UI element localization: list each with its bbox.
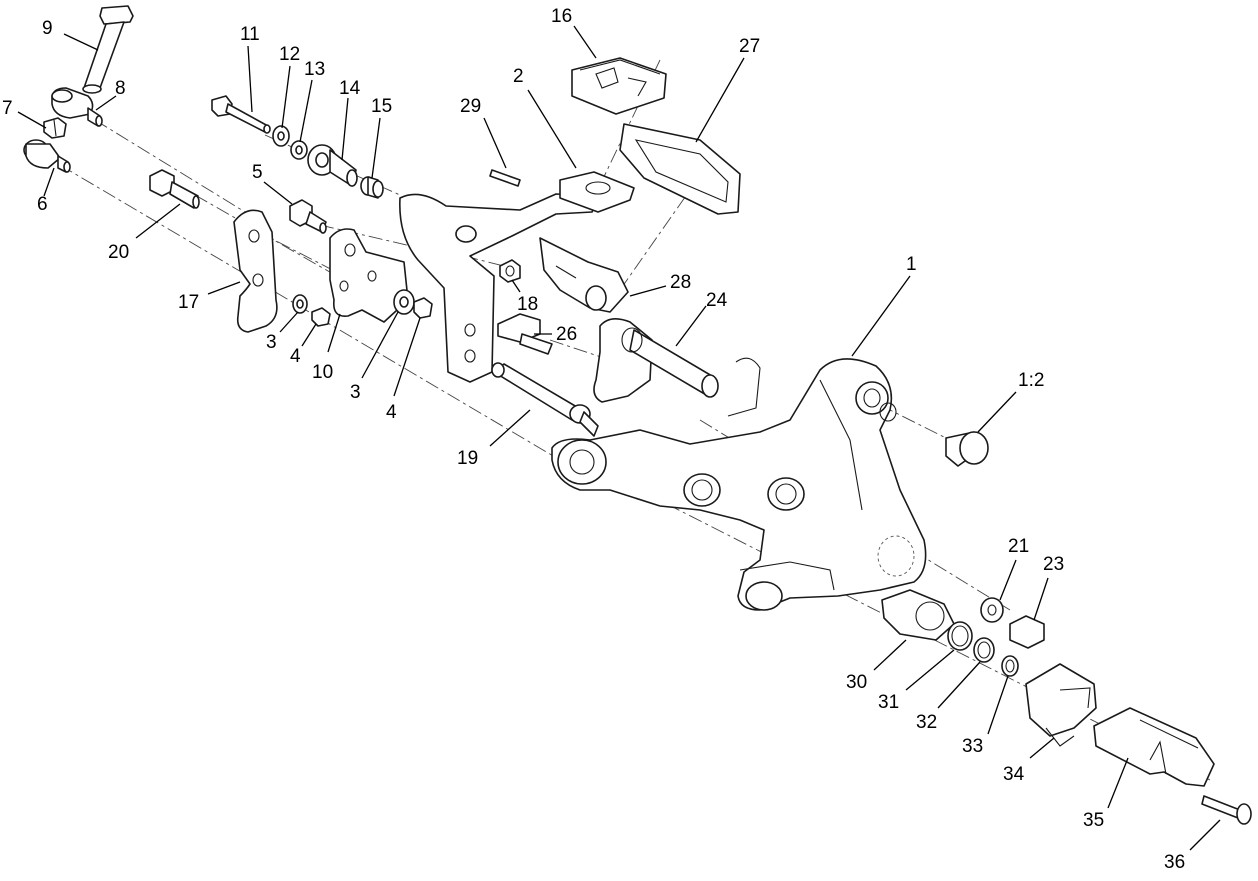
part-31-ring	[947, 621, 973, 651]
callout-1-2: 1:2	[1018, 370, 1044, 391]
part-23-nut	[1009, 615, 1045, 649]
part-10-plate	[329, 228, 409, 323]
part-4-nut-a	[311, 307, 331, 327]
part-9-bolt	[82, 5, 134, 94]
part-2-pedal-arm	[399, 171, 635, 383]
callout-13: 13	[304, 59, 325, 80]
callout-15: 15	[371, 96, 392, 117]
part-27-pedal-cover	[619, 123, 741, 215]
part-19-shaft	[491, 362, 599, 437]
part-11-bolt	[211, 95, 271, 134]
part-3-washer-a	[292, 294, 308, 314]
part-7-nut	[43, 117, 67, 139]
part-35-bracket	[1093, 707, 1215, 787]
part-33-bushing	[1001, 655, 1019, 677]
callout-26: 26	[556, 324, 577, 345]
callout-18: 18	[517, 294, 538, 315]
part-15-spacer	[360, 176, 384, 199]
part-12-washer	[272, 125, 290, 147]
callout-29: 29	[460, 96, 481, 117]
part-6-pivot	[23, 139, 71, 173]
callout-36: 36	[1164, 852, 1185, 873]
callout-10: 10	[312, 362, 333, 383]
callout-28: 28	[670, 272, 691, 293]
part-17-plate	[233, 209, 278, 333]
leader-lines	[17, 25, 1221, 851]
callout-27: 27	[739, 36, 760, 57]
callout-7: 7	[2, 98, 13, 119]
callout-35: 35	[1083, 810, 1104, 831]
part-16-pedal-pad	[571, 57, 667, 115]
callout-4a: 4	[290, 346, 301, 367]
callout-21: 21	[1008, 536, 1029, 557]
part-4-nut-b	[413, 297, 433, 319]
part-8-pivot-block	[51, 87, 103, 127]
callout-3b: 3	[350, 382, 361, 403]
callout-33: 33	[962, 736, 983, 757]
part-34-switch-housing	[1025, 663, 1097, 747]
callout-5: 5	[252, 162, 263, 183]
part-1-2-bushing	[945, 431, 989, 467]
part-28-bracket	[539, 237, 629, 313]
callout-2: 2	[513, 66, 524, 87]
callout-30: 30	[846, 672, 867, 693]
part-1-housing	[551, 357, 927, 611]
part-3-washer-b	[393, 289, 415, 315]
callout-17: 17	[178, 292, 199, 313]
part-29-pin	[489, 169, 521, 187]
callout-3a: 3	[266, 332, 277, 353]
callout-23: 23	[1043, 554, 1064, 575]
callout-14: 14	[339, 78, 361, 99]
part-32-ring	[973, 637, 995, 663]
callout-20: 20	[108, 242, 129, 263]
callout-12: 12	[279, 44, 300, 65]
part-18-nut	[499, 259, 521, 283]
part-24-shaft	[593, 318, 719, 403]
part-21-washer	[980, 597, 1004, 623]
callout-6: 6	[37, 194, 48, 215]
callout-1: 1	[906, 254, 917, 275]
part-20-shoulder-bolt	[149, 169, 200, 209]
callout-34: 34	[1003, 764, 1025, 785]
callout-32: 32	[916, 712, 937, 733]
part-30-collar	[881, 589, 955, 641]
part-36-screw	[1201, 795, 1252, 825]
callout-19: 19	[457, 448, 478, 469]
part-26-fitting	[497, 313, 553, 355]
part-14-rod-end	[307, 144, 358, 187]
callout-31: 31	[878, 692, 899, 713]
callout-11: 11	[240, 24, 260, 45]
callout-4b: 4	[386, 402, 397, 423]
callout-labels: 9 8 7 6 11 12 13 14 15 5 20 17 3 4 10 3 …	[2, 6, 1185, 873]
part-13-washer	[290, 140, 308, 160]
callout-8: 8	[115, 78, 126, 99]
callout-9: 9	[42, 18, 53, 39]
callout-16: 16	[551, 6, 572, 27]
part-5-bolt	[289, 199, 327, 234]
callout-24: 24	[706, 290, 728, 311]
